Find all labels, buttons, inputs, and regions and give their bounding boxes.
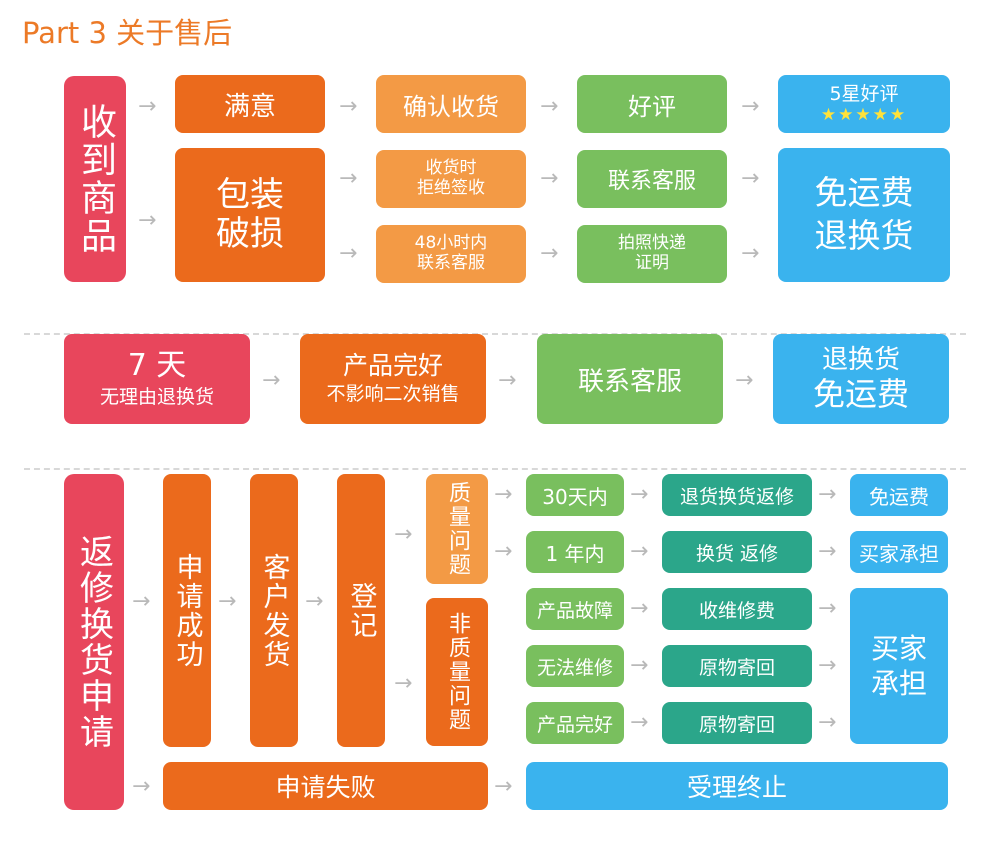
product-fault-box: 产品故障 xyxy=(526,588,624,630)
free-shipping-label: 免运费 xyxy=(812,374,909,413)
photo-line-2: 证明 xyxy=(635,253,669,273)
contact-cs-box: 联系客服 xyxy=(537,334,723,424)
satisfied-box: 满意 xyxy=(175,75,325,133)
exchange-repair-box: 换货 返修 xyxy=(662,531,812,573)
arrow: → xyxy=(630,482,649,507)
quality-issue-box: 质量问题 xyxy=(426,474,488,584)
return-exchange-label: 退换货 xyxy=(821,344,900,375)
contact-48-line-1: 48小时内 xyxy=(414,233,488,254)
arrow: → xyxy=(494,539,513,564)
arrow: → xyxy=(494,774,513,799)
customer-ship-box: 客户发货 xyxy=(250,474,298,747)
five-star-review-label: 5星好评 xyxy=(829,83,899,106)
arrow: → xyxy=(818,596,837,621)
arrow: → xyxy=(540,241,559,266)
buyer-pays-big-box: 买家 承担 xyxy=(850,588,948,744)
arrow: → xyxy=(741,241,760,266)
arrow: → xyxy=(540,166,559,191)
damaged-line-1: 包装 xyxy=(216,174,284,215)
buyer-pays-box: 买家承担 xyxy=(850,531,948,573)
refuse-on-delivery-box: 收货时 拒绝签收 xyxy=(376,150,526,208)
arrow: → xyxy=(818,653,837,678)
register-box: 登记 xyxy=(337,474,385,747)
arrow: → xyxy=(630,539,649,564)
free-shipping-box: 免运费 xyxy=(850,474,948,516)
page-title: Part 3 关于售后 xyxy=(22,16,233,50)
arrow: → xyxy=(498,368,517,393)
arrow: → xyxy=(305,589,324,614)
free-return-line-2: 退换货 xyxy=(814,216,914,255)
arrow: → xyxy=(262,368,281,393)
refuse-line-1: 收货时 xyxy=(425,158,477,179)
free-return-box: 免运费 退换货 xyxy=(778,148,950,282)
damaged-line-2: 破损 xyxy=(216,214,284,254)
good-review-box: 好评 xyxy=(577,75,727,133)
arrow: → xyxy=(339,241,358,266)
no-resale-label: 不影响二次销售 xyxy=(326,383,460,406)
arrow: → xyxy=(339,166,358,191)
received-goods-box: 收到商品 xyxy=(64,76,126,282)
send-back-original-box: 原物寄回 xyxy=(662,645,812,687)
five-star-review-box: 5星好评 ★★★★★ xyxy=(778,75,950,133)
arrow: → xyxy=(818,482,837,507)
seven-days-label: 7 天 xyxy=(127,347,187,383)
arrow: → xyxy=(339,94,358,119)
intact-label: 产品完好 xyxy=(342,350,443,380)
buyer-pays-line-2: 承担 xyxy=(870,667,927,700)
arrow: → xyxy=(394,522,413,547)
arrow: → xyxy=(132,774,151,799)
arrow: → xyxy=(138,208,157,233)
no-reason-label: 无理由退换货 xyxy=(99,386,214,409)
arrow: → xyxy=(818,539,837,564)
stars-icon: ★★★★★ xyxy=(820,104,908,125)
buyer-pays-line-1: 买家 xyxy=(870,632,927,665)
damaged-package-box: 包装 破损 xyxy=(175,148,325,282)
refuse-line-2: 拒绝签收 xyxy=(417,178,485,198)
within-30-days-box: 30天内 xyxy=(526,474,624,516)
photo-line-1: 拍照快递 xyxy=(618,233,686,254)
arrow: → xyxy=(494,482,513,507)
arrow: → xyxy=(630,653,649,678)
product-intact-box: 产品完好 不影响二次销售 xyxy=(300,334,486,424)
arrow: → xyxy=(630,710,649,735)
contact-cs-box: 联系客服 xyxy=(577,150,727,208)
product-intact-box: 产品完好 xyxy=(526,702,624,744)
non-quality-issue-box: 非质量问题 xyxy=(426,598,488,746)
arrow: → xyxy=(218,589,237,614)
send-back-original-box: 原物寄回 xyxy=(662,702,812,744)
unrepairable-box: 无法维修 xyxy=(526,645,624,687)
arrow: → xyxy=(540,94,559,119)
arrow: → xyxy=(741,166,760,191)
arrow: → xyxy=(394,671,413,696)
arrow: → xyxy=(630,596,649,621)
arrow: → xyxy=(735,368,754,393)
return-free-shipping-box: 退换货 免运费 xyxy=(773,334,949,424)
arrow: → xyxy=(132,589,151,614)
divider xyxy=(24,468,966,470)
apply-fail-box: 申请失败 xyxy=(163,762,488,810)
arrow: → xyxy=(818,710,837,735)
return-exchange-repair-box: 退货换货返修 xyxy=(662,474,812,516)
divider xyxy=(24,333,966,335)
within-1-year-box: 1 年内 xyxy=(526,531,624,573)
contact-within-48h-box: 48小时内 联系客服 xyxy=(376,225,526,283)
arrow: → xyxy=(138,94,157,119)
apply-success-box: 申请成功 xyxy=(163,474,211,747)
contact-48-line-2: 联系客服 xyxy=(417,253,485,273)
repair-fee-box: 收维修费 xyxy=(662,588,812,630)
photo-proof-box: 拍照快递 证明 xyxy=(577,225,727,283)
arrow: → xyxy=(741,94,760,119)
seven-day-return-box: 7 天 无理由退换货 xyxy=(64,334,250,424)
free-return-line-1: 免运费 xyxy=(814,173,914,213)
repair-exchange-apply-box: 返修换货申请 xyxy=(64,474,124,810)
confirm-receipt-box: 确认收货 xyxy=(376,75,526,133)
processing-terminated-box: 受理终止 xyxy=(526,762,948,810)
